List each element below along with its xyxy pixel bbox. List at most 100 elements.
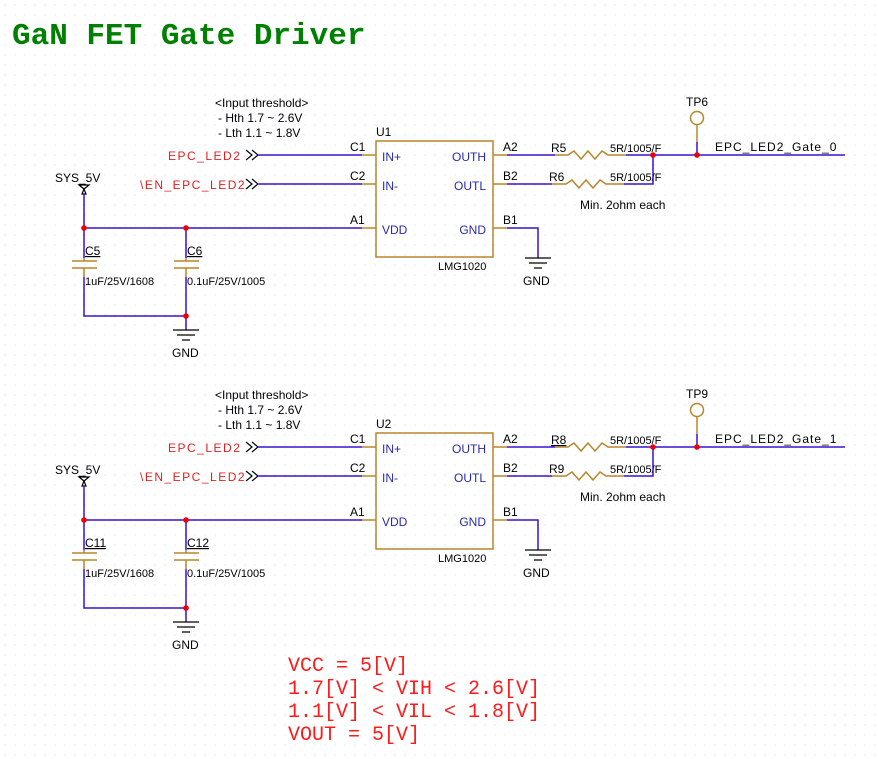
capacitor-value: 0.1uF/25V/1005: [187, 568, 265, 580]
pin-name: IN-: [382, 471, 398, 485]
pin-name: VDD: [382, 223, 408, 237]
input-net-label[interactable]: EPC_LED2: [168, 149, 241, 163]
pin-name: IN+: [382, 442, 401, 456]
threshold-heading: <Input threshold>: [215, 388, 308, 402]
ic-refdes: U2: [376, 417, 392, 431]
sheet-title: GaN FET Gate Driver: [12, 19, 365, 54]
pin-number: A2: [503, 140, 518, 154]
output-net-label[interactable]: EPC_LED2_Gate_0: [715, 140, 837, 154]
resistor-value: 5R/1005/F: [610, 435, 662, 447]
ic-refdes: U1: [376, 125, 392, 139]
capacitor-value: 1uF/25V/1608: [85, 276, 154, 288]
capacitor-refdes: C5: [85, 244, 101, 258]
capacitor-refdes: C12: [187, 536, 209, 550]
ground-label: GND: [172, 638, 199, 652]
threshold-high: - Hth 1.7 ~ 2.6V: [218, 403, 302, 417]
pin-number: B2: [503, 461, 518, 475]
ic-body[interactable]: [375, 140, 494, 258]
power-port-icon: [77, 184, 91, 195]
ground-label: GND: [523, 274, 550, 288]
resistor-note: Min. 2ohm each: [580, 198, 665, 212]
input-net-label[interactable]: \EN_EPC_LED2: [140, 178, 246, 192]
pin-number: C2: [350, 169, 366, 183]
resistor-note: Min. 2ohm each: [580, 490, 665, 504]
ic-part-number: LMG1020: [438, 261, 486, 273]
output-net-label[interactable]: EPC_LED2_Gate_1: [715, 432, 837, 446]
power-port-label: SYS_5V: [55, 171, 100, 185]
capacitor-icon[interactable]: [174, 258, 199, 277]
ground-label: GND: [523, 566, 550, 580]
resistor-refdes: R9: [549, 462, 565, 476]
capacitor-refdes: C11: [85, 536, 106, 550]
resistor-value: 5R/1005/F: [610, 172, 662, 184]
pin-name: IN-: [382, 179, 398, 193]
capacitor-value: 0.1uF/25V/1005: [187, 276, 265, 288]
driver-channel-1: <Input threshold> - Hth 1.7 ~ 2.6V - Lth…: [55, 95, 845, 360]
capacitor-refdes: C6: [187, 244, 203, 258]
junction-dot: [650, 152, 656, 158]
pin-number: C1: [350, 432, 366, 446]
power-port-icon: [77, 476, 91, 487]
pin-name: VDD: [382, 515, 408, 529]
junction-dot: [650, 444, 656, 450]
wire[interactable]: [507, 227, 539, 258]
ground-icon: [525, 257, 551, 269]
capacitor-icon[interactable]: [72, 550, 97, 569]
pin-number: B1: [503, 505, 518, 519]
note-line: VOUT = 5[V]: [288, 724, 420, 747]
junction-dot: [183, 605, 189, 611]
junction-dot: [183, 313, 189, 319]
resistor-value: 5R/1005/F: [610, 143, 662, 155]
resistor-refdes: R5: [551, 141, 567, 155]
wire[interactable]: [507, 519, 539, 550]
input-net-label[interactable]: \EN_EPC_LED2: [140, 470, 246, 484]
junction-dot: [183, 517, 189, 523]
ground-icon: [173, 329, 199, 341]
capacitor-icon[interactable]: [174, 550, 199, 569]
resistor-zigzag-icon[interactable]: [555, 441, 626, 453]
input-net-label[interactable]: EPC_LED2: [168, 441, 241, 455]
testpoint-refdes: TP6: [686, 95, 708, 109]
resistor-refdes: R6: [549, 170, 565, 184]
pin-number: A1: [350, 505, 365, 519]
threshold-high: - Hth 1.7 ~ 2.6V: [218, 111, 302, 125]
capacitor-icon[interactable]: [72, 258, 97, 277]
pin-name: OUTH: [452, 442, 486, 456]
ground-label: GND: [172, 346, 199, 360]
wire[interactable]: [624, 155, 654, 185]
resistor-zigzag-icon[interactable]: [552, 178, 624, 190]
ic-body[interactable]: [375, 432, 494, 550]
pin-name: GND: [459, 223, 486, 237]
wire[interactable]: [83, 569, 187, 609]
pin-number: C2: [350, 461, 366, 475]
junction-dot: [81, 225, 87, 231]
pin-number: A2: [503, 432, 518, 446]
pin-number: C1: [350, 140, 366, 154]
wire[interactable]: [83, 277, 187, 317]
resistor-zigzag-icon[interactable]: [555, 149, 626, 161]
resistor-refdes: R8: [551, 433, 567, 447]
note-line: 1.1[V] < VIL < 1.8[V]: [288, 701, 540, 724]
testpoint-refdes: TP9: [686, 387, 708, 401]
pin-number: A1: [350, 213, 365, 227]
pin-name: IN+: [382, 150, 401, 164]
note-line: 1.7[V] < VIH < 2.6[V]: [288, 678, 540, 701]
pin-name: OUTL: [454, 179, 486, 193]
pin-name: OUTH: [452, 150, 486, 164]
power-port-label: SYS_5V: [55, 463, 100, 477]
pin-number: B2: [503, 169, 518, 183]
junction-dot: [694, 444, 700, 450]
capacitor-value: 1uF/25V/1608: [85, 568, 154, 580]
threshold-low: - Lth 1.1 ~ 1.8V: [218, 126, 300, 140]
design-notes: VCC = 5[V] 1.7[V] < VIH < 2.6[V] 1.1[V] …: [288, 655, 540, 747]
pin-name: GND: [459, 515, 486, 529]
threshold-heading: <Input threshold>: [215, 96, 308, 110]
junction-dot: [694, 152, 700, 158]
ground-icon: [525, 549, 551, 561]
resistor-zigzag-icon[interactable]: [552, 470, 624, 482]
resistor-value: 5R/1005/F: [610, 464, 662, 476]
wire[interactable]: [624, 447, 654, 477]
junction-dot: [183, 225, 189, 231]
